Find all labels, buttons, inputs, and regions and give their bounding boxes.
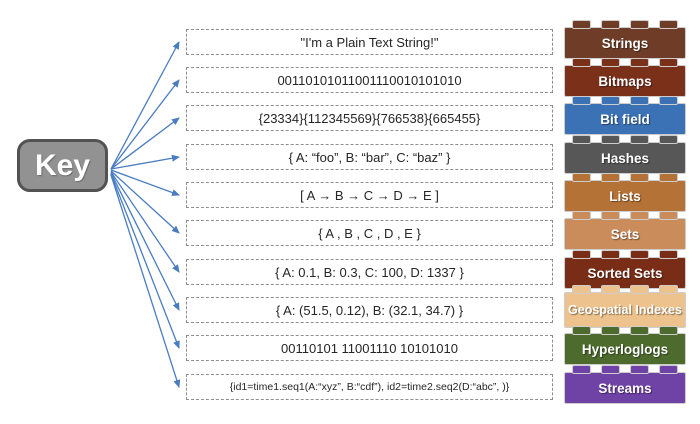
arrow-line: [110, 171, 180, 273]
arrow-line: [110, 154, 180, 170]
brick-geospatial-indexes: Geospatial Indexes: [565, 286, 685, 327]
brick-strings: Strings: [565, 21, 685, 58]
example-box-hyperloglogs: 00110101 11001110 10101010: [186, 335, 553, 361]
brick-studs: [565, 174, 685, 181]
brick-studs: [565, 97, 685, 104]
brick-studs: [565, 366, 685, 373]
brick-studs: [565, 251, 685, 258]
brick-studs: [565, 59, 685, 66]
example-box-lists: [ A → B → C → D → E ]: [186, 182, 553, 208]
brick-label: Bitmaps: [598, 73, 652, 89]
brick-bitmaps: Bitmaps: [565, 59, 685, 96]
arrow-line: [110, 174, 181, 388]
brick-streams: Streams: [565, 366, 685, 403]
brick-studs: [565, 286, 685, 293]
brick-label: Lists: [609, 188, 641, 204]
brick-lists: Lists: [565, 174, 685, 211]
example-box-geospatial: { A: (51.5, 0.12), B: (32.1, 34.7) }: [186, 297, 553, 323]
arrow-line: [110, 173, 180, 349]
arrow-line: [110, 170, 180, 234]
key-node: Key: [17, 139, 108, 192]
arrow-line: [110, 169, 180, 196]
brick-label: Strings: [601, 35, 649, 51]
brick-sets: Sets: [565, 212, 685, 249]
brick-sorted-sets: Sorted Sets: [565, 251, 685, 288]
brick-label: Hyperloglogs: [581, 341, 669, 357]
brick-hyperloglogs: Hyperloglogs: [565, 327, 685, 364]
example-box-strings: "I'm a Plain Text String!": [186, 29, 553, 55]
example-box-streams: {id1=time1.seq1(A:“xyz”, B:“cdf”), id2=t…: [186, 374, 553, 400]
brick-label: Sorted Sets: [587, 265, 663, 281]
example-box-sets: { A , B , C , D , E }: [186, 220, 553, 246]
arrow-line: [110, 117, 180, 170]
brick-studs: [565, 327, 685, 334]
arrow-line: [110, 41, 180, 170]
brick-label: Hashes: [600, 150, 650, 166]
brick-studs: [565, 21, 685, 28]
arrow-line: [110, 172, 180, 311]
arrow-line: [110, 79, 180, 170]
example-box-hashes: { A: “foo”, B: “bar”, C: “baz” }: [186, 144, 553, 170]
example-box-bit-field: {23334}{112345569}{766538}{665455}: [186, 105, 553, 131]
brick-label: Streams: [598, 380, 652, 396]
brick-label: Geospatial Indexes: [568, 303, 682, 317]
brick-bit-field: Bit field: [565, 97, 685, 134]
brick-hashes: Hashes: [565, 136, 685, 173]
example-box-bitmaps: 00110101011001110010101010: [186, 67, 553, 93]
brick-studs: [565, 212, 685, 219]
brick-studs: [565, 136, 685, 143]
brick-label: Sets: [610, 226, 640, 242]
example-box-sorted-sets: { A: 0.1, B: 0.3, C: 100, D: 1337 }: [186, 259, 553, 285]
brick-label: Bit field: [600, 111, 650, 127]
